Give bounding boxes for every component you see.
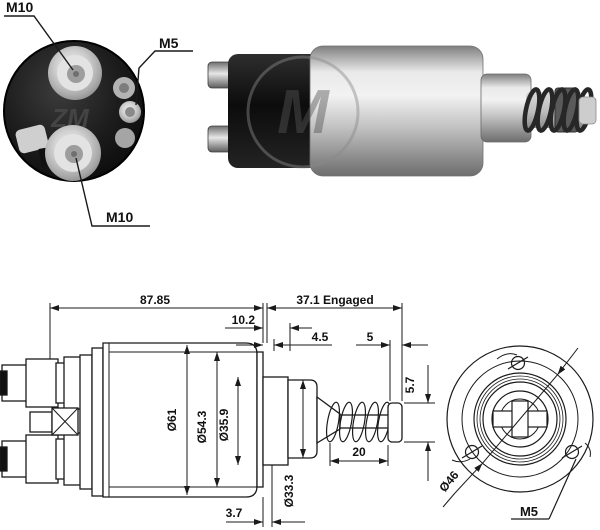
dia-46: Ø46 <box>436 468 462 495</box>
dia-61: Ø61 <box>165 408 179 431</box>
m5-leader <box>511 458 577 520</box>
dia-54-3: Ø54.3 <box>195 410 209 443</box>
rear-photo-leader-lines <box>4 15 193 227</box>
dim-20: 20 <box>352 445 366 459</box>
photo-plunger <box>522 87 597 133</box>
dimension-drawing: 87.85 37.1 Engaged 10.2 4.5 5 5.7 Ø61 Ø5… <box>0 293 594 527</box>
front-view-m5-label: M5 <box>520 504 538 519</box>
side-view-spring <box>325 401 392 443</box>
photo-front-step <box>480 73 532 143</box>
dia-33-3: Ø33.3 <box>282 474 296 507</box>
label-m10-bottom: M10 <box>106 209 133 225</box>
terminal-m5 <box>113 77 141 148</box>
dia-46-dimension <box>442 347 579 508</box>
side-tab <box>15 124 49 154</box>
terminal-m10-top <box>48 46 102 100</box>
dim-overall-length: 87.85 <box>140 293 170 307</box>
dim-10-2: 10.2 <box>232 313 256 327</box>
terminal-m10-bottom <box>45 125 101 181</box>
dimension-lines <box>49 303 435 527</box>
rear-cap-photo: ZM <box>3 40 145 182</box>
dim-3-7: 3.7 <box>226 506 243 520</box>
dim-4-5: 4.5 <box>312 330 329 344</box>
label-m5: M5 <box>159 35 179 51</box>
solenoid-photo: M <box>207 45 597 177</box>
dim-engaged-length: 37.1 Engaged <box>296 293 373 307</box>
label-m10-top: M10 <box>6 0 33 15</box>
dim-5-7: 5.7 <box>403 376 417 393</box>
watermark-logo: M <box>246 55 360 169</box>
photo-cap <box>228 54 330 168</box>
mounting-holes <box>451 353 591 463</box>
rear-view-photo: ZM <box>3 0 193 227</box>
front-view-drawing <box>442 345 594 520</box>
photo-spring <box>522 87 594 133</box>
watermark-m: M <box>277 78 330 147</box>
dim-5: 5 <box>367 330 374 344</box>
dia-35-9: Ø35.9 <box>217 408 231 441</box>
